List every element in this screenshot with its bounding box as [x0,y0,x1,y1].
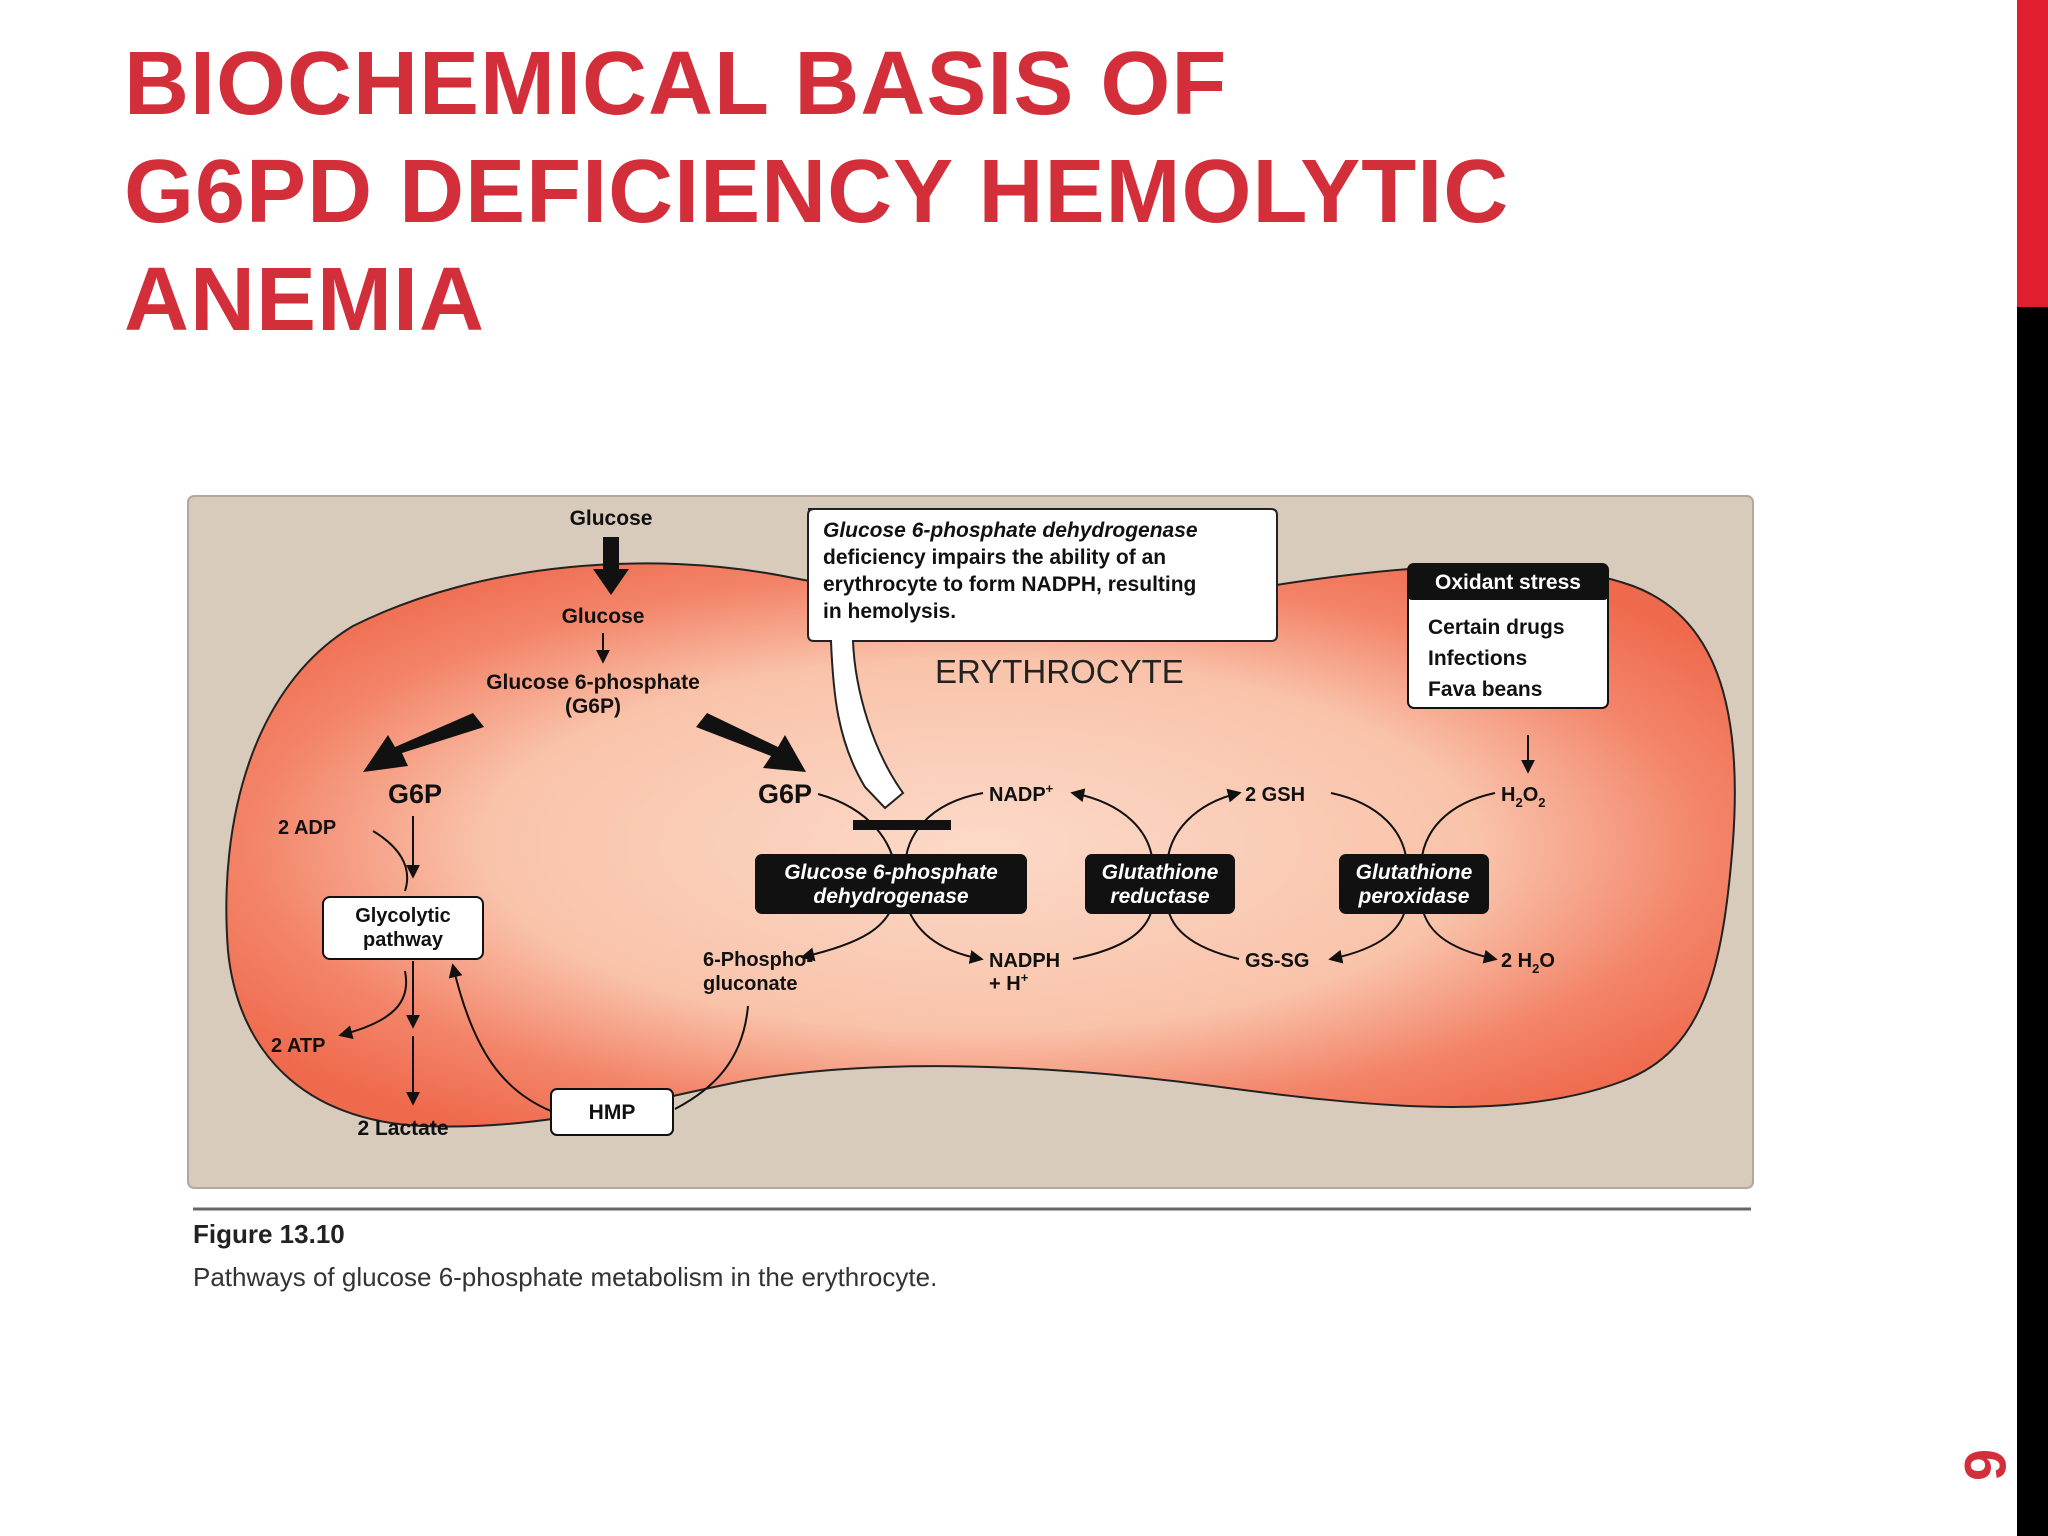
callout-line2: deficiency impairs the ability of an [823,546,1166,569]
enzyme-gp-line1: Glutathione [1356,861,1473,884]
glucose-outside-label: Glucose [570,507,653,530]
title-line-3: ANEMIA [124,250,485,350]
phosphogluconate-line1: 6-Phospho- [703,949,813,971]
callout-box [807,508,1278,810]
phosphogluconate-to-hmp-curve [674,1005,749,1110]
glucose-inside-label: Glucose [562,605,645,628]
enzyme-g6pd-line2: dehydrogenase [813,885,969,908]
glycolytic-line1: Glycolytic [355,905,451,927]
enzyme-g6pd-line1: Glucose 6-phosphate [784,861,998,884]
adp-label: 2 ADP [278,817,336,839]
oxidant-item-fava: Fava beans [1428,678,1542,701]
enzyme-gp-line2: peroxidase [1358,885,1470,908]
title-line-1: BIOCHEMICAL BASIS OF [124,34,1228,134]
lactate-label: 2 Lactate [357,1117,448,1140]
hmp-label: HMP [589,1101,636,1124]
title-line-2: G6PD DEFICIENCY HEMOLYTIC [124,142,1510,242]
enzyme-gr-line1: Glutathione [1102,861,1219,884]
enzyme-gp-box [1339,854,1489,914]
g6p-left-label: G6P [388,779,442,809]
gsh-label: 2 GSH [1245,784,1305,806]
g6p-right-label: G6P [758,779,812,809]
hmp-to-glycolysis-curve [448,963,552,1112]
oxidant-stress-title: Oxidant stress [1435,571,1581,594]
accent-bar-red [2017,0,2048,307]
erythrocyte-label: ERYTHROCYTE [935,653,1184,690]
figure-caption-label: Figure 13.10 [193,1219,345,1249]
split-arrow-left [363,713,484,772]
oxidant-stress-header [1408,564,1608,600]
enzyme-gr-box [1085,854,1235,914]
nadph-label: NADPH [989,950,1060,972]
callout-line3: erythrocyte to form NADPH, resulting [823,573,1196,596]
accent-bar-black [2017,307,2048,1536]
nadp-plus-label: NADP+ [989,781,1054,806]
figure-caption-text: Pathways of glucose 6-phosphate metaboli… [193,1262,937,1292]
g6p-label-line1: Glucose 6-phosphate [486,671,700,694]
oxidant-item-drugs: Certain drugs [1428,616,1565,639]
water-label: 2 H2O [1501,950,1555,976]
glucose-entry-arrow [593,537,629,595]
oxidant-item-infections: Infections [1428,647,1527,670]
split-arrow-right [696,713,806,772]
adp-curve [372,830,409,892]
h2o2-label: H2O2 [1501,784,1545,810]
atp-curve [338,970,408,1039]
g6p-metabolism-diagram: Glucose Glucose Glucose 6-phosphate (G6P… [187,495,1754,1292]
phosphogluconate-line2: gluconate [703,973,797,995]
gssg-label: GS-SG [1245,950,1309,972]
atp-label: 2 ATP [271,1035,325,1057]
enzyme-gr-line2: reductase [1110,885,1210,908]
g6p-label-line2: (G6P) [565,695,621,718]
callout-line4: in hemolysis. [823,600,956,623]
slide-number: 6 [1952,1448,2018,1482]
hmp-box [550,1088,674,1136]
enzyme-g6pd-box [755,854,1027,914]
glycolytic-pathway-box [322,896,484,960]
callout-line1: Glucose 6-phosphate dehydrogenase [823,519,1198,542]
slide-title: BIOCHEMICAL BASIS OF G6PD DEFICIENCY HEM… [124,30,1844,354]
g6pd-block-bar [853,820,951,830]
nadph-h-label: + H+ [989,970,1029,995]
glycolytic-line2: pathway [363,929,444,951]
